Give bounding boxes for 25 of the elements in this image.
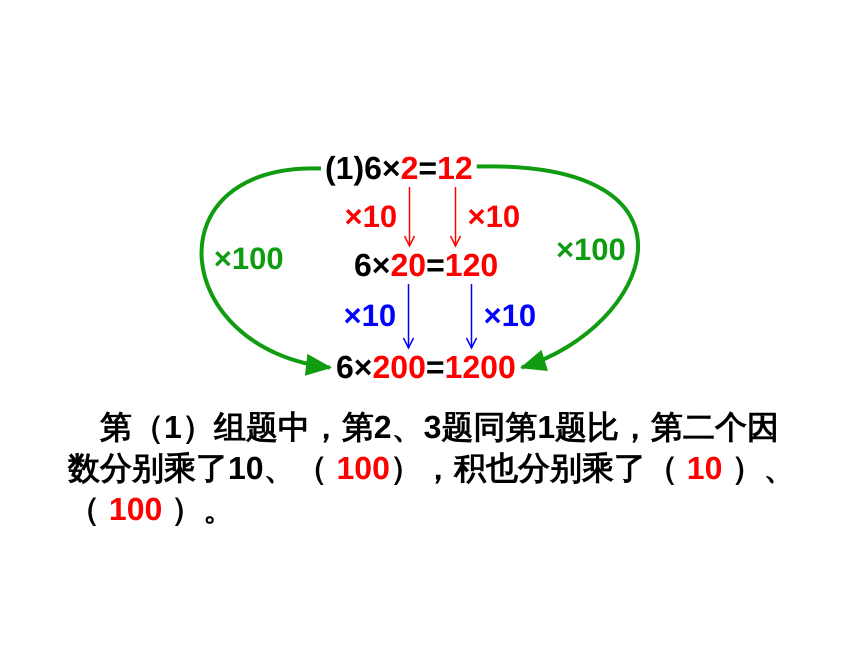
arrow — [466, 284, 478, 349]
number-text: 1200 — [444, 349, 516, 385]
equation-text: = — [426, 349, 445, 385]
number-text: 200 — [372, 349, 426, 385]
number-text: 120 — [444, 247, 498, 283]
arrow — [402, 284, 414, 349]
number-text: 12 — [437, 150, 473, 186]
arrow — [450, 187, 462, 247]
edge-label: ×10 — [484, 298, 536, 334]
edge-label: ×10 — [344, 198, 398, 234]
question-text: 第（1）组题中，第2、3题同第1题比，第二个因数分别乘了10、（ 100），积也分别乘了（ 10 ）、（ 100 ）。 — [68, 408, 796, 529]
number-text: 20 — [390, 247, 426, 283]
edge-label: ×10 — [344, 298, 396, 334]
equation-text: = — [426, 247, 445, 283]
arrow — [476, 164, 640, 370]
equation-text: (1)6× — [325, 150, 401, 186]
edge-label: ×100 — [214, 241, 284, 277]
equation-text: = — [418, 150, 438, 186]
equation-text: 6× — [354, 247, 390, 283]
equation-text: 6× — [336, 349, 372, 385]
edge-label: ×100 — [556, 232, 626, 268]
arrow — [404, 187, 416, 247]
arrow — [200, 166, 332, 374]
edge-label: ×10 — [468, 198, 520, 234]
number-text: 2 — [400, 150, 418, 186]
